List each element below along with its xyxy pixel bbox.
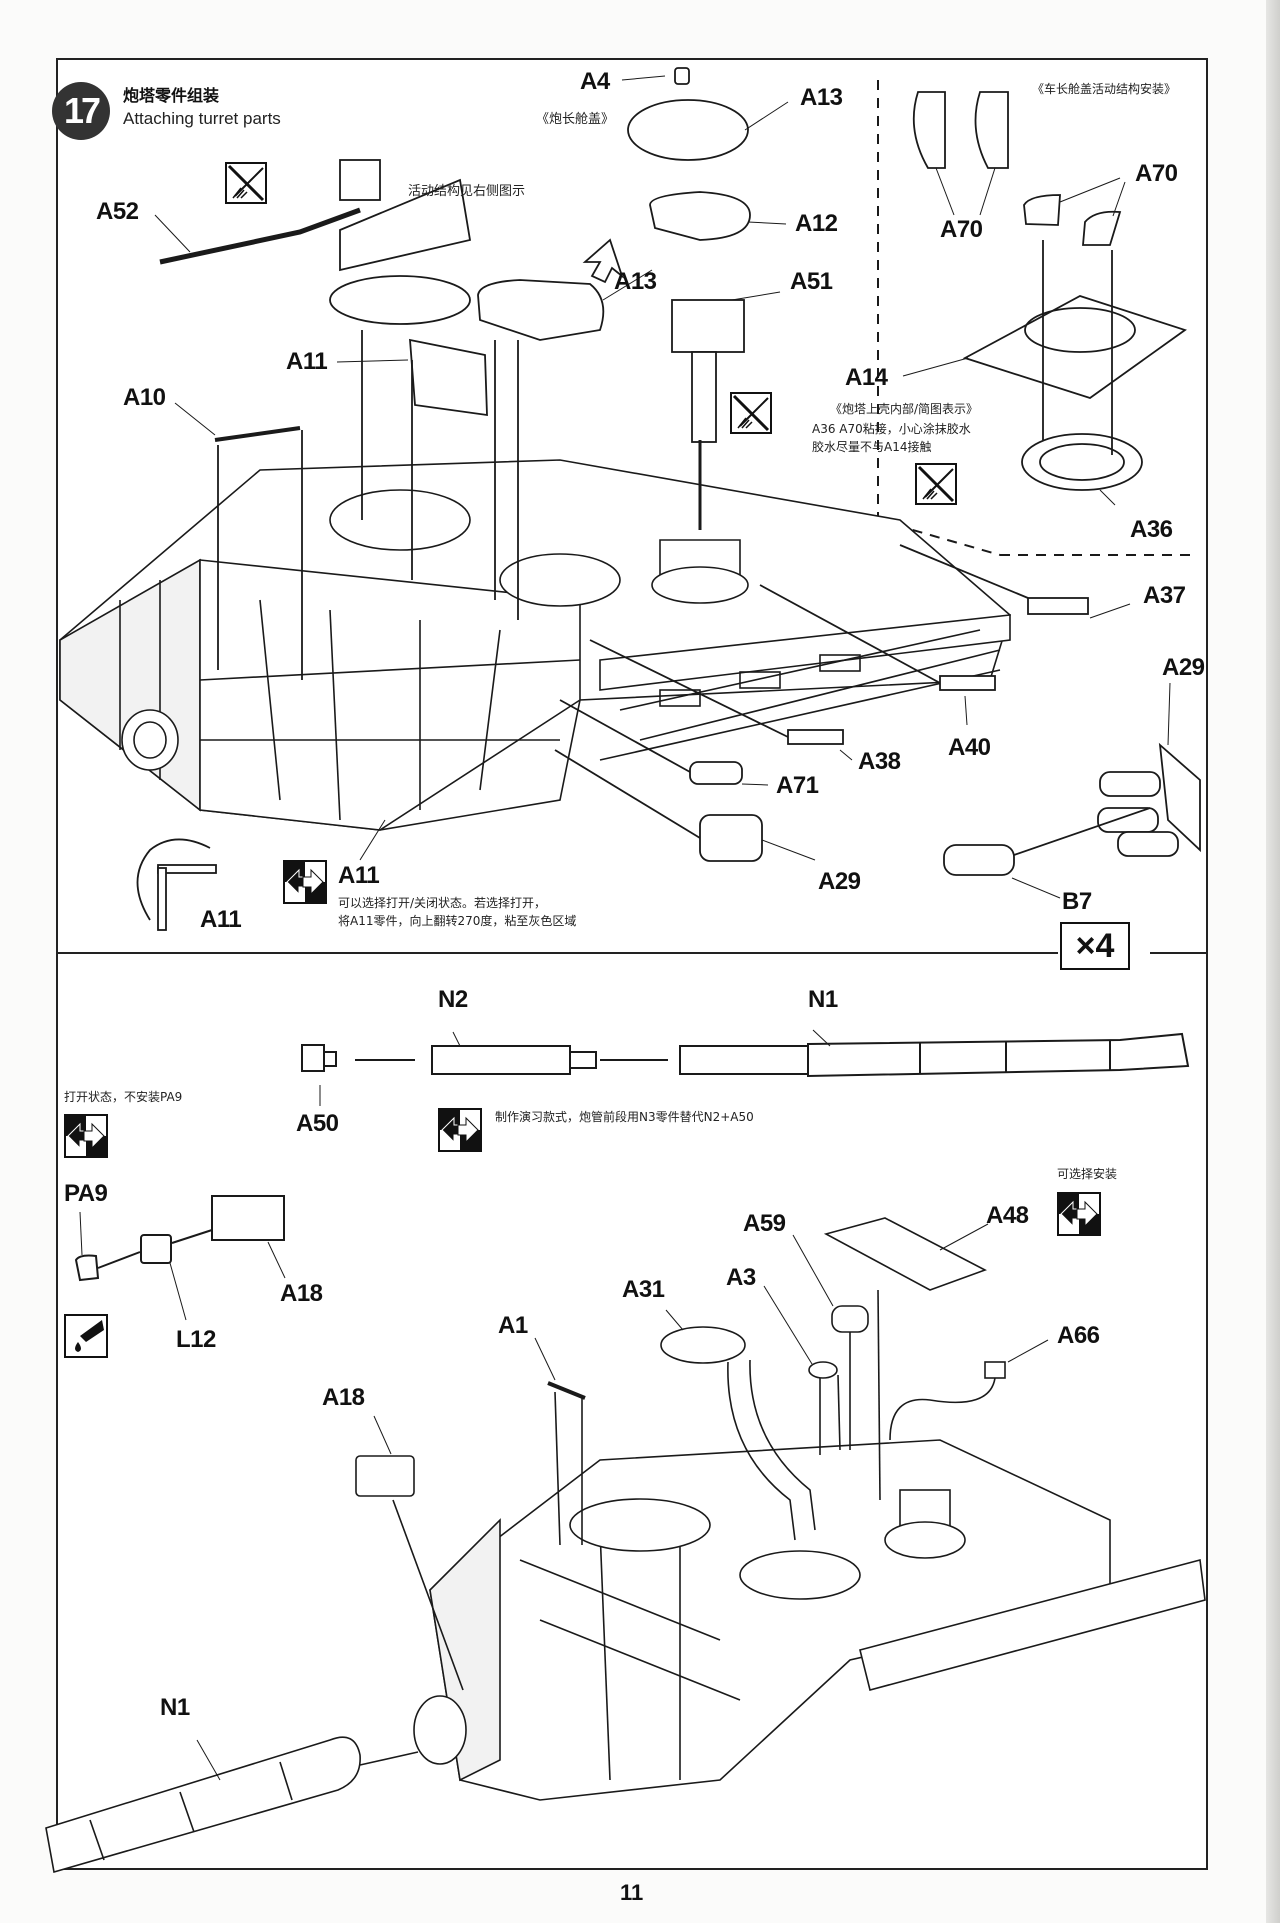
- commander-hatch-mechanism: [912, 91, 1187, 491]
- part-label-b7: B7: [1062, 888, 1092, 915]
- part-label-a18: A18: [322, 1384, 365, 1411]
- part-label-a11: A11: [200, 906, 242, 933]
- step-title-english: Attaching turret parts: [123, 109, 281, 128]
- part-label-pa9: PA9: [64, 1180, 108, 1207]
- part-label-a13: A13: [800, 84, 843, 111]
- option-arrows-icon: [1057, 1192, 1101, 1236]
- part-label-n1: N1: [160, 1694, 190, 1721]
- rotate-arrow: [136, 838, 211, 921]
- part-label-a13: A13: [614, 268, 657, 295]
- part-label-a52: A52: [96, 198, 139, 225]
- optional-install-note: 可选择安装: [1057, 1167, 1118, 1181]
- part-label-a40: A40: [948, 734, 991, 761]
- part-label-a70: A70: [940, 216, 983, 243]
- part-label-a11: A11: [338, 862, 380, 889]
- glue-note-line1: A36 A70粘接，小心涂抹胶水: [812, 422, 971, 436]
- part-label-a50: A50: [296, 1110, 339, 1137]
- part-label-a29: A29: [818, 868, 861, 895]
- part-label-a11: A11: [286, 348, 328, 375]
- section-divider-right: [1150, 952, 1206, 954]
- part-label-a70: A70: [1135, 160, 1178, 187]
- part-label-a66: A66: [1057, 1322, 1100, 1349]
- gunner-hatch-note: 《炮长舱盖》: [536, 112, 615, 127]
- part-label-a71: A71: [776, 772, 819, 799]
- part-label-a36: A36: [1130, 516, 1173, 543]
- no-glue-brush-icon: [225, 162, 267, 204]
- part-label-a4: A4: [580, 68, 610, 95]
- page-number: 11: [620, 1880, 644, 1905]
- part-label-a12: A12: [795, 210, 838, 237]
- part-label-a3: A3: [726, 1264, 756, 1291]
- no-glue-brush-icon: [915, 463, 957, 505]
- page-edge: [1266, 0, 1280, 1923]
- part-label-l12: L12: [176, 1326, 216, 1353]
- glue-note-line2: 胶水尽量不与A14接触: [812, 440, 932, 454]
- part-label-a31: A31: [622, 1276, 665, 1303]
- side-parts: [136, 544, 1201, 931]
- part-label-a48: A48: [986, 1202, 1029, 1229]
- upper-turret-drawing: [59, 459, 1011, 831]
- quantity-multiplier: ×4: [1060, 922, 1130, 970]
- section-divider: [58, 952, 1058, 954]
- lower-turret-drawing: [45, 1217, 1206, 1874]
- option-arrows-icon: [283, 860, 327, 904]
- glue-drop-icon: [64, 1314, 108, 1358]
- commander-hatch-mechanism-note: 《车长舱盖活动结构安装》: [1032, 82, 1177, 96]
- n3-drill-variant-note: 制作演习款式，炮管前段用N3零件替代N2+A50: [495, 1110, 754, 1124]
- turret-interior-note: 《炮塔上壳内部/简图表示》: [830, 402, 979, 416]
- part-label-a18: A18: [280, 1280, 323, 1307]
- no-glue-brush-icon: [730, 392, 772, 434]
- part-label-a51: A51: [790, 268, 833, 295]
- a11-option-note-line1: 可以选择打开/关闭状态。若选择打开，: [338, 896, 547, 910]
- pa9-open-note: 打开状态，不安装PA9: [64, 1090, 183, 1104]
- upper-parts: [159, 67, 751, 680]
- part-label-a37: A37: [1143, 582, 1186, 609]
- part-label-n2: N2: [438, 986, 468, 1013]
- step-title-chinese: 炮塔零件组装: [123, 86, 220, 105]
- leader-lines: [79, 75, 1171, 1781]
- part-label-a38: A38: [858, 748, 901, 775]
- part-label-n1: N1: [808, 986, 838, 1013]
- a11-option-note-line2: 将A11零件，向上翻转270度，粘至灰色区域: [338, 914, 577, 928]
- movable-structure-note: 活动结构见右侧图示: [408, 184, 526, 199]
- option-arrows-icon: [64, 1114, 108, 1158]
- option-arrows-icon: [438, 1108, 482, 1152]
- part-label-a29: A29: [1162, 654, 1205, 681]
- barrel-assembly: [74, 1032, 1190, 1282]
- part-label-a14: A14: [845, 364, 888, 391]
- part-label-a10: A10: [123, 384, 166, 411]
- part-label-a59: A59: [743, 1210, 786, 1237]
- part-label-a1: A1: [498, 1312, 528, 1339]
- step-number-badge: 17: [52, 82, 110, 140]
